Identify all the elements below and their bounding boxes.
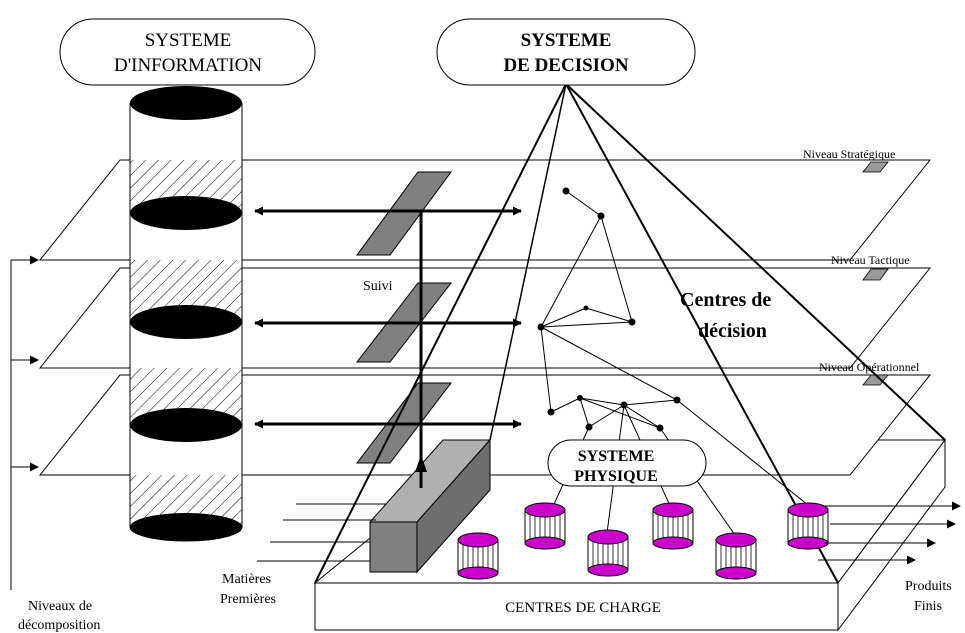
decision-title-line1: SYSTEME xyxy=(521,30,612,51)
decomposition-line2: décomposition xyxy=(18,618,100,633)
info-title-line1: SYSTEME xyxy=(145,30,232,51)
decision-pyramid xyxy=(314,83,946,584)
flag-strategic xyxy=(862,161,889,173)
machine-6 xyxy=(787,502,829,550)
decomposition-bracket xyxy=(10,255,39,590)
centres-decision-line1: Centres de xyxy=(680,289,771,311)
physical-system-box: SYSTEME PHYSIQUE xyxy=(547,439,707,487)
machine-1 xyxy=(457,532,499,580)
decision-network-nodes xyxy=(537,187,681,432)
decision-system-box: SYSTEME DE DECISION xyxy=(436,18,696,86)
decision-title-line2: DE DECISION xyxy=(503,55,628,76)
information-system-box: SYSTEME D'INFORMATION xyxy=(59,18,316,86)
info-title-line2: D'INFORMATION xyxy=(114,55,262,76)
raw-material-inputs xyxy=(257,503,386,562)
machine-2 xyxy=(524,502,566,550)
machine-4 xyxy=(652,502,694,550)
finished-products-line2: Finis xyxy=(914,599,942,614)
flag-operational xyxy=(862,374,889,386)
physical-title-line2: PHYSIQUE xyxy=(574,468,658,485)
raw-materials-block xyxy=(368,438,492,574)
finished-product-outputs xyxy=(818,501,961,565)
suivi-label: Suivi xyxy=(363,279,393,294)
information-cylinder xyxy=(129,86,243,542)
level-operational-label: Niveau Opérationnel xyxy=(819,360,920,374)
level-strategic-label: Niveau Stratégique xyxy=(803,147,895,161)
level-tactical-label: Niveau Tactique xyxy=(831,253,910,267)
physical-title-line1: SYSTEME xyxy=(578,448,654,465)
machine-3 xyxy=(587,529,629,577)
finished-products-line1: Produits xyxy=(905,579,952,594)
load-centres-label: CENTRES DE CHARGE xyxy=(505,600,661,616)
raw-materials-line1: Matières xyxy=(222,572,271,587)
machine-5 xyxy=(715,532,757,580)
centres-decision-line2: décision xyxy=(698,320,767,342)
decomposition-line1: Niveaux de xyxy=(28,599,92,614)
flag-tactical xyxy=(862,268,889,281)
raw-materials-line2: Premières xyxy=(220,592,276,607)
suivi-arrowhead xyxy=(415,455,427,472)
